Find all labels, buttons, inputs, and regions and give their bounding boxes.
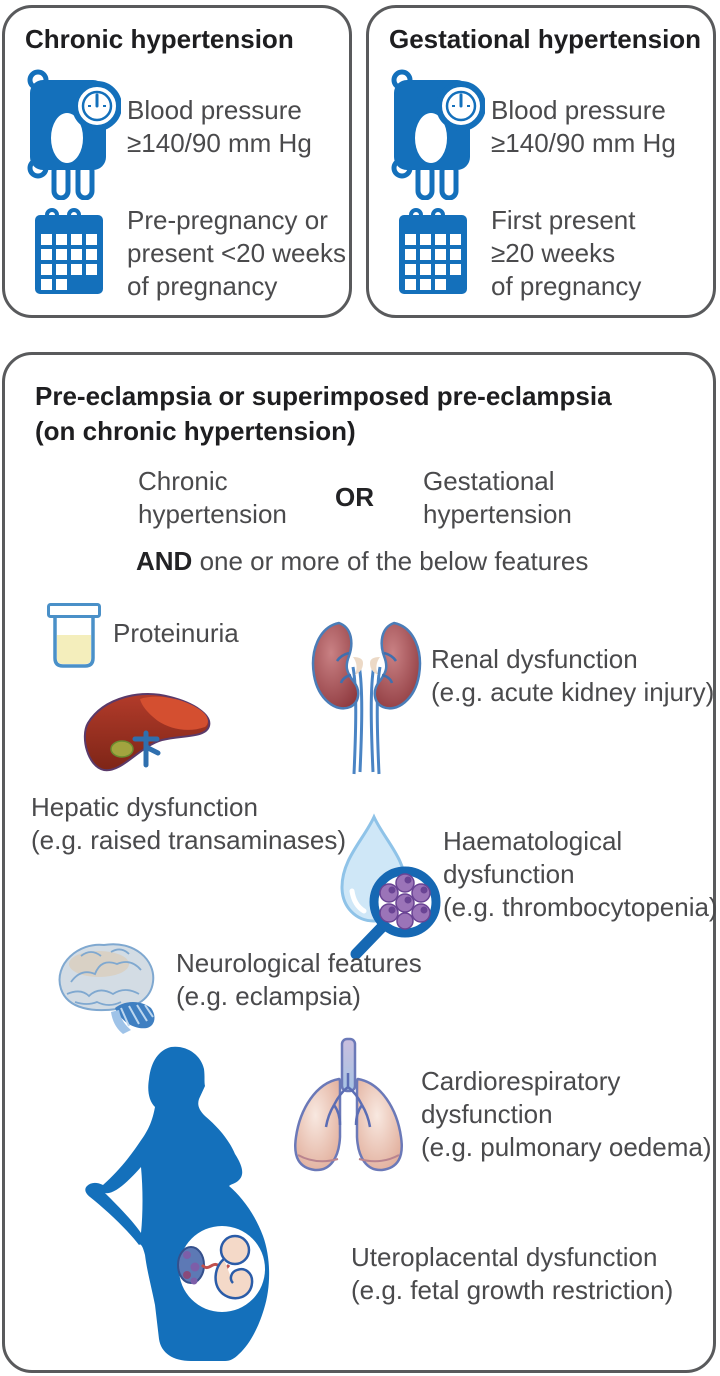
feature-label-neurological: Neurological features(e.g. eclampsia) (176, 948, 422, 1011)
card-chronic-hypertension: Chronic hypertension Blood pressure≥140/… (2, 5, 352, 318)
blood-pressure-cuff-icon (391, 69, 485, 200)
brain-icon (58, 943, 155, 1034)
bp-text: Blood pressure≥140/90 mm Hg (491, 95, 676, 158)
feature-label-proteinuria: Proteinuria (113, 618, 239, 648)
lungs-icon (294, 1037, 403, 1172)
card-title: Gestational hypertension (389, 24, 702, 54)
blood-pressure-cuff-icon (27, 69, 121, 200)
panel-title: Pre-eclampsia or superimposed pre-eclamp… (35, 381, 612, 446)
feature-label-uteroplacental: Uteroplacental dysfunction(e.g. fetal gr… (351, 1242, 674, 1305)
panel-pre-eclampsia: Pre-eclampsia or superimposed pre-eclamp… (2, 352, 718, 1373)
calendar-icon (35, 208, 103, 294)
card-gestational-hypertension: Gestational hypertension Blood pressure≥… (366, 5, 716, 318)
feature-label-hepatic: Hepatic dysfunction(e.g. raised transami… (31, 792, 347, 855)
card-title: Chronic hypertension (25, 24, 294, 54)
liver-icon (83, 693, 211, 772)
feature-label-renal: Renal dysfunction(e.g. acute kidney inju… (431, 644, 715, 707)
and-condition: AND one or more of the below features (136, 546, 589, 576)
kidneys-icon (311, 621, 422, 775)
or-label: OR (335, 482, 374, 512)
timing-text: First present ≥20 weeks of pregnancy (491, 205, 642, 301)
pregnant-woman-icon (83, 1043, 273, 1361)
urine-sample-icon (47, 603, 101, 668)
blood-drop-magnifier-icon (340, 813, 441, 960)
calendar-icon (399, 208, 467, 294)
timing-text: Pre-pregnancy or present <20 weeks of pr… (127, 205, 346, 301)
bp-text: Blood pressure≥140/90 mm Hg (127, 95, 312, 158)
